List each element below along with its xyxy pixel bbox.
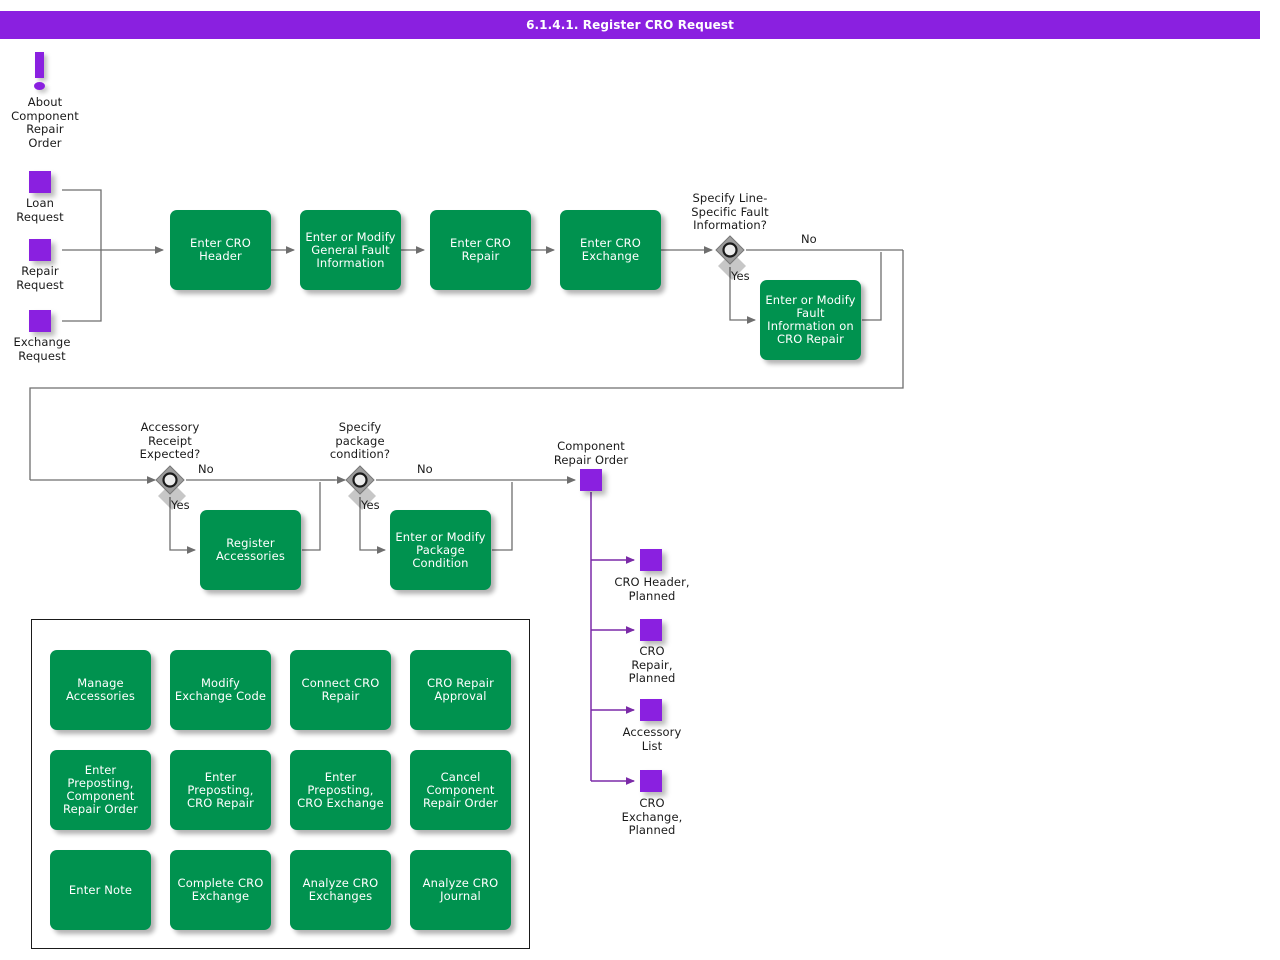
entity-exchange-request[interactable] xyxy=(29,310,51,332)
entity-cro-exchange-planned-label: CRO Exchange, Planned xyxy=(621,796,683,837)
entity-accessory-list-label: Accessory List xyxy=(622,725,682,753)
decision-1-yes-label: Yes xyxy=(731,269,750,283)
process-enter-cro-repair[interactable]: Enter CRO Repair xyxy=(430,210,531,290)
tile-cro-repair-approval[interactable]: CRO Repair Approval xyxy=(410,650,511,730)
entity-loan-request-label: Loan Request xyxy=(16,196,64,224)
decision-specify-package-condition-label: Specify package condition? xyxy=(329,420,391,461)
exclamation-icon[interactable] xyxy=(35,52,44,78)
entity-component-repair-order[interactable] xyxy=(580,469,602,491)
exclamation-icon-dot[interactable] xyxy=(34,82,45,90)
decision-specify-line-specific-fault-information[interactable] xyxy=(715,235,745,265)
decision-1-no-label: No xyxy=(801,232,817,246)
entity-repair-request-label: Repair Request xyxy=(16,264,64,292)
decision-specify-package-condition[interactable] xyxy=(345,465,375,495)
tile-analyze-cro-exchanges[interactable]: Analyze CRO Exchanges xyxy=(290,850,391,930)
page-title: 6.1.4.1. Register CRO Request xyxy=(0,11,1260,39)
decision-3-no-label: No xyxy=(417,462,433,476)
decision-2-no-label: No xyxy=(198,462,214,476)
entity-cro-repair-planned[interactable] xyxy=(640,619,662,641)
tile-enter-note[interactable]: Enter Note xyxy=(50,850,151,930)
entity-accessory-list[interactable] xyxy=(640,699,662,721)
tile-analyze-cro-journal[interactable]: Analyze CRO Journal xyxy=(410,850,511,930)
process-enter-or-modify-package-condition[interactable]: Enter or Modify Package Condition xyxy=(390,510,491,590)
entity-component-repair-order-label: Component Repair Order xyxy=(553,439,629,467)
entity-cro-repair-planned-label: CRO Repair, Planned xyxy=(628,644,676,685)
decision-specify-line-specific-fault-information-label: Specify Line- Specific Fault Information… xyxy=(691,191,769,232)
entity-cro-exchange-planned[interactable] xyxy=(640,770,662,792)
process-register-accessories[interactable]: Register Accessories xyxy=(200,510,301,590)
related-activities-group xyxy=(31,619,530,949)
about-component-repair-order-label: About Component Repair Order xyxy=(11,95,79,150)
tile-manage-accessories[interactable]: Manage Accessories xyxy=(50,650,151,730)
tile-enter-preposting-cro-exchange[interactable]: Enter Preposting, CRO Exchange xyxy=(290,750,391,830)
process-enter-cro-exchange[interactable]: Enter CRO Exchange xyxy=(560,210,661,290)
decision-3-yes-label: Yes xyxy=(361,498,380,512)
entity-cro-header-planned-label: CRO Header, Planned xyxy=(614,575,690,603)
decision-accessory-receipt-expected[interactable] xyxy=(155,465,185,495)
process-enter-cro-header[interactable]: Enter CRO Header xyxy=(170,210,271,290)
tile-complete-cro-exchange[interactable]: Complete CRO Exchange xyxy=(170,850,271,930)
tile-connect-cro-repair[interactable]: Connect CRO Repair xyxy=(290,650,391,730)
process-enter-or-modify-fault-information-on-cro-repair[interactable]: Enter or Modify Fault Information on CRO… xyxy=(760,280,861,360)
tile-cancel-component-repair-order[interactable]: Cancel Component Repair Order xyxy=(410,750,511,830)
tile-modify-exchange-code[interactable]: Modify Exchange Code xyxy=(170,650,271,730)
decision-accessory-receipt-expected-label: Accessory Receipt Expected? xyxy=(139,420,201,461)
tile-enter-preposting-component-repair-order[interactable]: Enter Preposting, Component Repair Order xyxy=(50,750,151,830)
process-enter-or-modify-general-fault-information[interactable]: Enter or Modify General Fault Informatio… xyxy=(300,210,401,290)
entity-cro-header-planned[interactable] xyxy=(640,549,662,571)
entity-repair-request[interactable] xyxy=(29,239,51,261)
entity-exchange-request-label: Exchange Request xyxy=(13,335,71,363)
entity-loan-request[interactable] xyxy=(29,171,51,193)
decision-2-yes-label: Yes xyxy=(171,498,190,512)
tile-enter-preposting-cro-repair[interactable]: Enter Preposting, CRO Repair xyxy=(170,750,271,830)
